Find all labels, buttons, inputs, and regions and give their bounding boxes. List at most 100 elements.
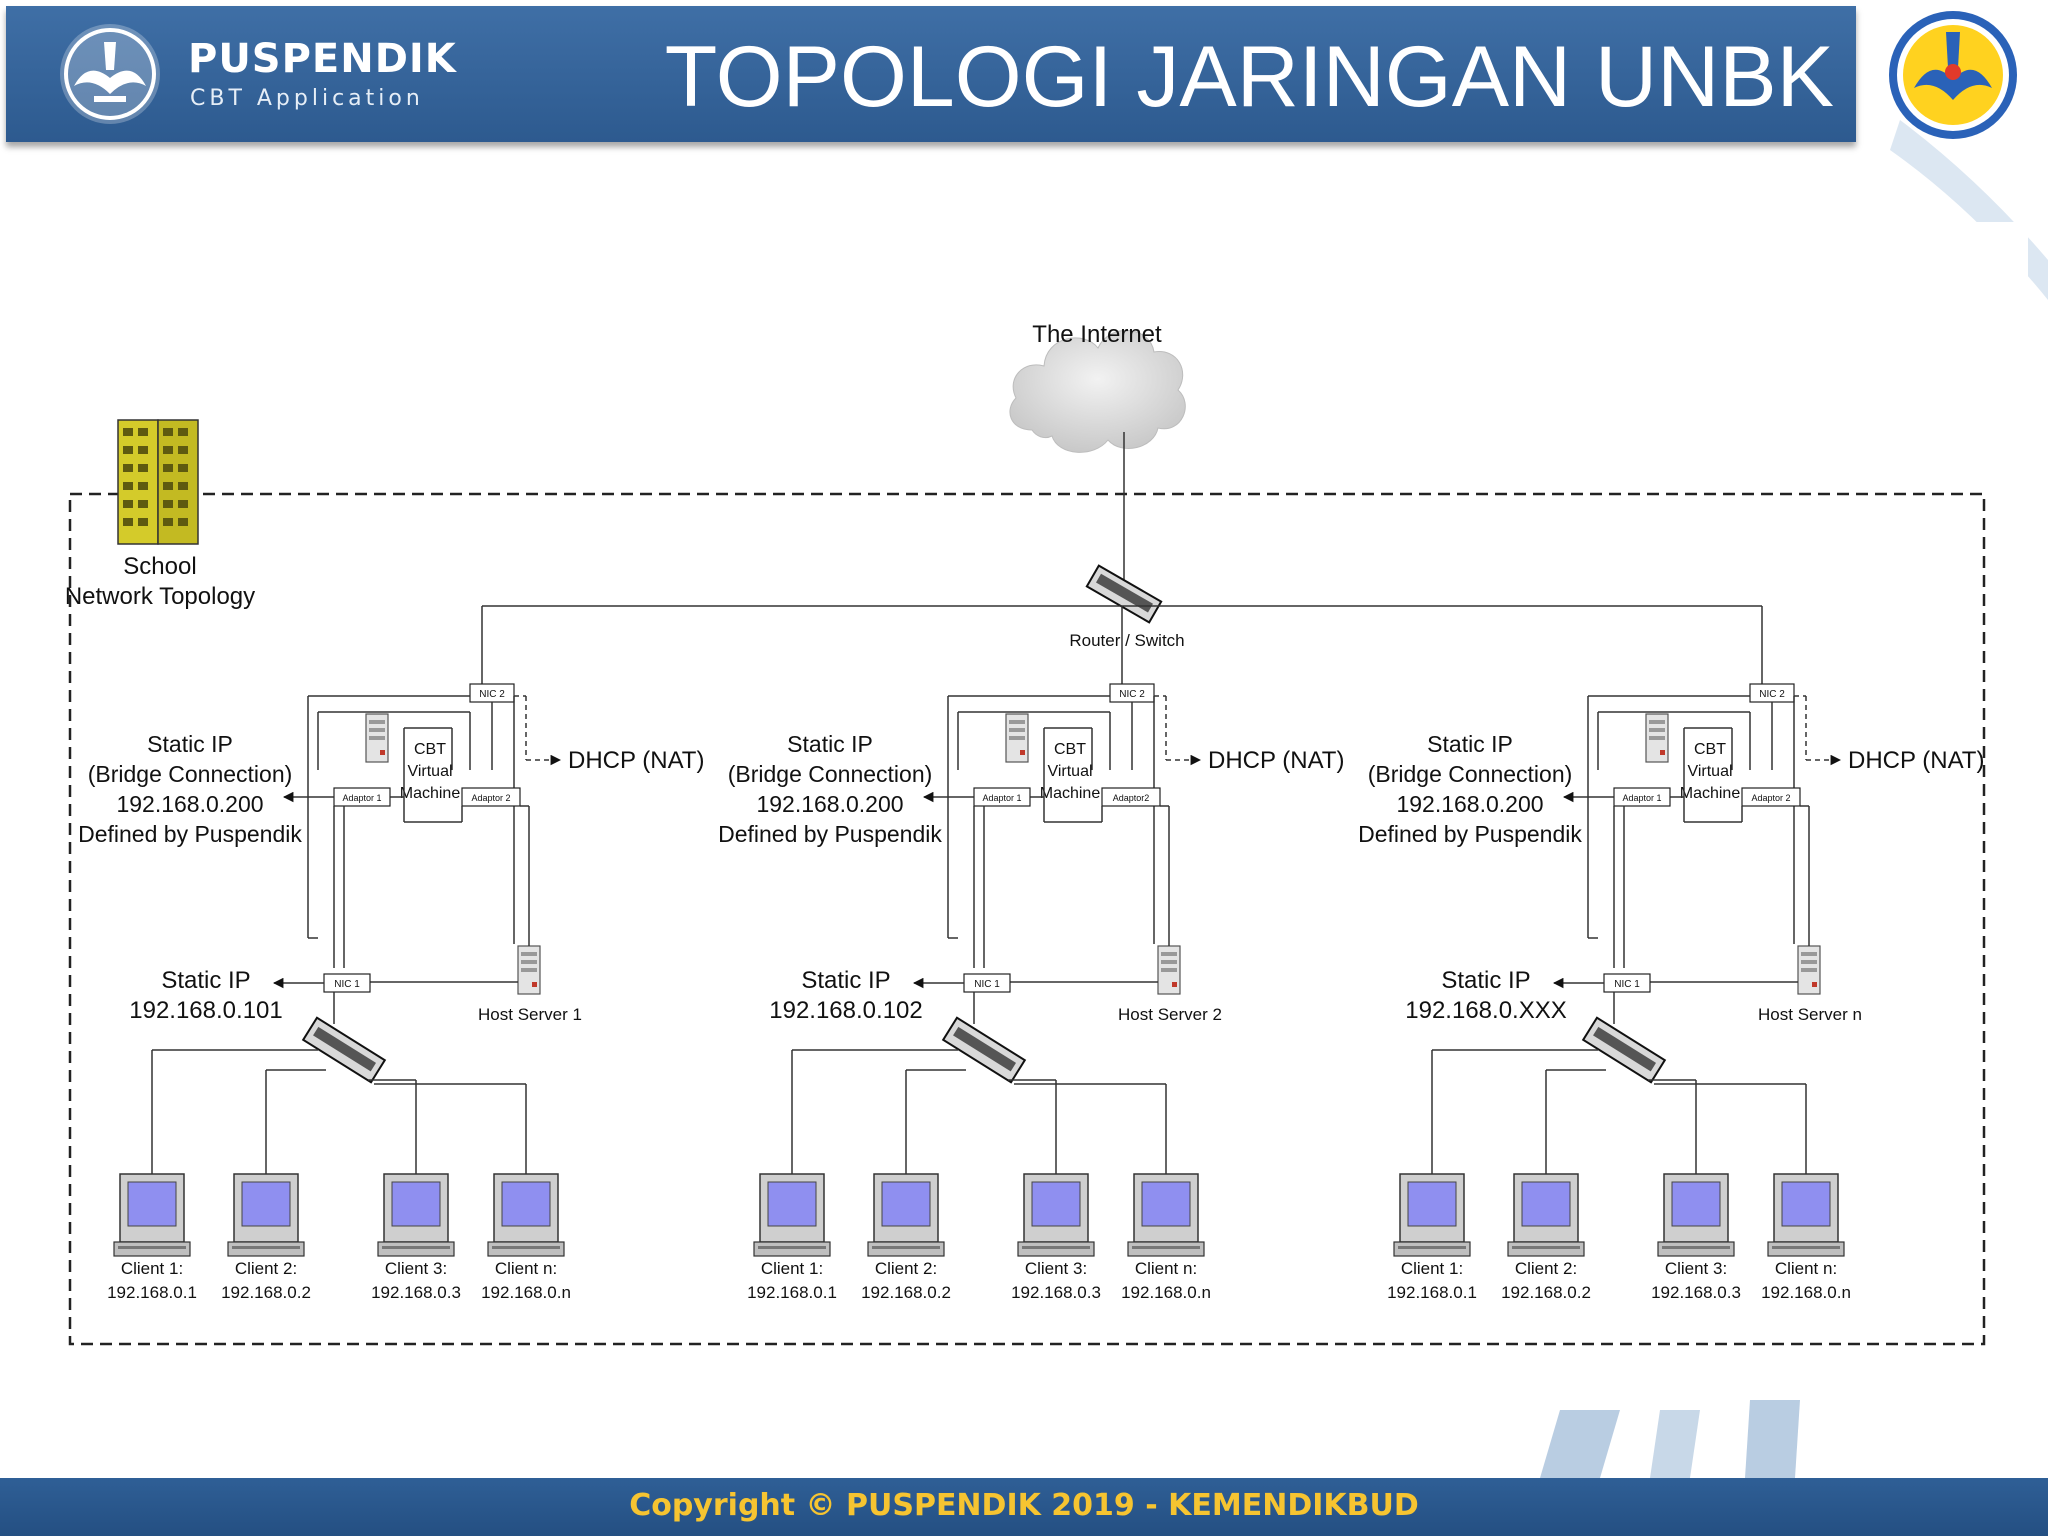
bridge-connection-label: (Bridge Connection) (1368, 761, 1573, 787)
adaptor2-box (1101, 787, 1161, 807)
client-switch (941, 1016, 1027, 1084)
client-1-computer-icon (113, 1173, 191, 1257)
internet-label: The Internet (1032, 321, 1162, 348)
cbt-vm-server-icon (1005, 713, 1029, 763)
nic2-label: NIC 2 (1119, 689, 1145, 700)
defined-by-label: Defined by Puspendik (718, 821, 942, 847)
client-ip-label: 192.168.0.2 (221, 1283, 311, 1302)
client-4-computer-icon (1127, 1173, 1205, 1257)
bridge-static-ip-label: Static IP (1427, 731, 1513, 757)
cbt-vm-label: CBT (414, 741, 446, 758)
client-name-label: Client 3: (1025, 1259, 1087, 1278)
static-ip-address: 192.168.0.101 (129, 997, 282, 1024)
client-name-label: Client 1: (1401, 1259, 1463, 1278)
cbt-vm-label: Virtual (407, 763, 452, 780)
client-2-computer-icon (867, 1173, 945, 1257)
client-4-computer-icon (1767, 1173, 1845, 1257)
client-1-computer-icon (1393, 1173, 1471, 1257)
brand-subtitle: CBT Application (190, 86, 424, 111)
router-switch: Router / Switch (1069, 564, 1185, 650)
bridge-connection-label: (Bridge Connection) (728, 761, 933, 787)
client-ip-label: 192.168.0.3 (1011, 1283, 1101, 1302)
host-server-icon (1797, 945, 1821, 995)
nic1-label: NIC 1 (1614, 979, 1640, 990)
client-name-label: Client n: (1775, 1259, 1837, 1278)
bridge-connection-label: (Bridge Connection) (88, 761, 293, 787)
client-name-label: Client n: (1135, 1259, 1197, 1278)
client-name-label: Client n: (495, 1259, 557, 1278)
client-3-computer-icon (377, 1173, 455, 1257)
router-switch-label: Router / Switch (1069, 631, 1184, 650)
client-2-computer-icon (227, 1173, 305, 1257)
cbt-vm-label: Virtual (1687, 763, 1732, 780)
footer-bar: Copyright © PUSPENDIK 2019 - KEMENDIKBUD (0, 1478, 2048, 1536)
client-2-computer-icon (1507, 1173, 1585, 1257)
cbt-vm-label: Virtual (1047, 763, 1092, 780)
client-ip-label: 192.168.0.3 (1651, 1283, 1741, 1302)
school-label: School (123, 553, 196, 580)
client-ip-label: 192.168.0.n (481, 1283, 571, 1302)
cbt-vm-server-icon (1645, 713, 1669, 763)
static-ip-label: Static IP (161, 967, 250, 994)
nic2-label: NIC 2 (1759, 689, 1785, 700)
static-ip-label: Static IP (801, 967, 890, 994)
kemendikbud-logo (1889, 11, 2017, 139)
client-ip-label: 192.168.0.1 (1387, 1283, 1477, 1302)
cbt-vm-label: CBT (1694, 741, 1726, 758)
client-name-label: Client 2: (875, 1259, 937, 1278)
client-name-label: Client 2: (1515, 1259, 1577, 1278)
adaptor2-label: Adaptor 2 (1751, 793, 1790, 803)
client-name-label: Client 3: (385, 1259, 447, 1278)
title-bar: PUSPENDIK CBT Application TOPOLOGI JARIN… (6, 6, 1856, 142)
cbt-vm-label: Machine (1680, 785, 1741, 802)
host-server-label: Host Server 2 (1118, 1005, 1222, 1024)
client-1-computer-icon (753, 1173, 831, 1257)
school-network-boundary (68, 492, 1986, 1346)
bridge-static-ip-label: Static IP (147, 731, 233, 757)
school-building-icon: School Network Topology (65, 419, 255, 610)
bridge-static-ip-label: Static IP (787, 731, 873, 757)
cbt-vm-label: Machine (1040, 785, 1101, 802)
cbt-vm-server-icon (365, 713, 389, 763)
client-ip-label: 192.168.0.n (1121, 1283, 1211, 1302)
school-network-topology-label: Network Topology (65, 583, 255, 610)
nic1-label: NIC 1 (974, 979, 1000, 990)
bridge-ip-address: 192.168.0.200 (1396, 791, 1543, 817)
dhcp-nat-label: DHCP (NAT) (1848, 747, 1984, 774)
cbt-vm-label: Machine (400, 785, 461, 802)
brand-name: PUSPENDIK (188, 36, 457, 82)
client-3-computer-icon (1017, 1173, 1095, 1257)
client-switch (301, 1016, 387, 1084)
client-ip-label: 192.168.0.1 (747, 1283, 837, 1302)
adaptor1-label: Adaptor 1 (982, 793, 1021, 803)
adaptor2-box (1741, 787, 1801, 807)
static-ip-address: 192.168.0.102 (769, 997, 922, 1024)
dhcp-nat-label: DHCP (NAT) (1208, 747, 1344, 774)
static-ip-address: 192.168.0.XXX (1405, 997, 1566, 1024)
client-ip-label: 192.168.0.2 (861, 1283, 951, 1302)
client-3-computer-icon (1657, 1173, 1735, 1257)
nic1-label: NIC 1 (334, 979, 360, 990)
static-ip-label: Static IP (1441, 967, 1530, 994)
tut-wuri-handayani-emblem (60, 24, 160, 124)
client-name-label: Client 1: (121, 1259, 183, 1278)
client-ip-label: 192.168.0.3 (371, 1283, 461, 1302)
adaptor2-label: Adaptor 2 (471, 793, 510, 803)
defined-by-label: Defined by Puspendik (1358, 821, 1582, 847)
client-ip-label: 192.168.0.2 (1501, 1283, 1591, 1302)
defined-by-label: Defined by Puspendik (78, 821, 302, 847)
dhcp-nat-label: DHCP (NAT) (568, 747, 704, 774)
client-name-label: Client 1: (761, 1259, 823, 1278)
network-topology-diagram: The Internet Router / Switch (65, 321, 1986, 1346)
nic2-label: NIC 2 (479, 689, 505, 700)
host-server-label: Host Server 1 (478, 1005, 582, 1024)
adaptor1-label: Adaptor 1 (1622, 793, 1661, 803)
host-server-icon (517, 945, 541, 995)
cbt-vm-label: CBT (1054, 741, 1086, 758)
copyright-text: Copyright © PUSPENDIK 2019 - KEMENDIKBUD (629, 1488, 1419, 1523)
adaptor1-label: Adaptor 1 (342, 793, 381, 803)
client-ip-label: 192.168.0.1 (107, 1283, 197, 1302)
